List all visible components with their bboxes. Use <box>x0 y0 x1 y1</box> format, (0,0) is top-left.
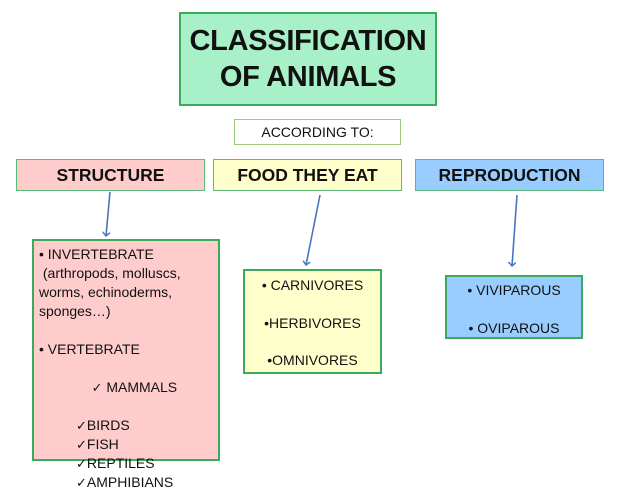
category-reproduction-label: REPRODUCTION <box>438 164 581 185</box>
vertebrate-subitem-fish: ✓FISH <box>76 436 119 452</box>
category-structure-label: STRUCTURE <box>56 164 165 185</box>
vertebrate-subitem-amphibians: ✓AMPHIBIANS <box>76 474 174 490</box>
bullet-icon: • <box>39 341 44 357</box>
invertebrate-examples-line-2: worms, echinoderms, <box>39 284 173 300</box>
vertebrate-label: VERTEBRATE <box>47 341 140 357</box>
title-box: CLASSIFICATION OF ANIMALS <box>179 12 437 106</box>
category-structure: STRUCTURE <box>16 159 205 191</box>
category-food: FOOD THEY EAT <box>213 159 402 191</box>
according-to-box: ACCORDING TO: <box>234 119 401 145</box>
invertebrate-item: • INVERTEBRATE <box>39 245 218 264</box>
invertebrate-label: INVERTEBRATE <box>47 246 154 262</box>
reproduction-detail-box: • VIVIPAROUS • OVIPAROUS <box>445 275 583 339</box>
arrow-reproduction-icon <box>512 194 518 266</box>
vertebrate-subitem-reptiles: ✓REPTILES <box>76 455 155 471</box>
structure-detail-box: • INVERTEBRATE (arthropods, molluscs, wo… <box>32 239 220 490</box>
title-line-1: CLASSIFICATION <box>189 25 427 57</box>
bullet-icon: • <box>39 246 44 262</box>
checkmark-icon: ✓ <box>76 418 87 433</box>
category-reproduction: REPRODUCTION <box>415 159 604 191</box>
food-detail-box: • CARNIVORES •HERBIVORES •OMNIVORES <box>243 269 382 374</box>
reproduction-item-oviparous: • OVIPAROUS <box>468 320 560 336</box>
food-item-herbivores: •HERBIVORES <box>264 315 361 331</box>
checkmark-icon: ✓ <box>76 456 87 471</box>
food-item-omnivores: •OMNIVORES <box>267 352 358 368</box>
reproduction-item-viviparous: • VIVIPAROUS <box>467 282 561 298</box>
vertebrate-subitem-birds: ✓BIRDS <box>76 417 130 433</box>
vertebrate-subitem-mammals: ✓ MAMMALS <box>91 379 178 395</box>
checkmark-icon: ✓ <box>76 475 87 490</box>
checkmark-icon: ✓ <box>91 380 103 395</box>
arrow-structure-icon <box>106 191 111 236</box>
title-line-2: OF ANIMALS <box>219 61 397 93</box>
vertebrate-item: • VERTEBRATE <box>39 340 218 359</box>
arrow-food-icon <box>306 194 321 265</box>
checkmark-icon: ✓ <box>76 437 87 452</box>
according-to-label: ACCORDING TO: <box>261 124 374 140</box>
invertebrate-examples-line-1: (arthropods, molluscs, <box>39 265 181 281</box>
category-food-label: FOOD THEY EAT <box>237 164 378 185</box>
food-item-carnivores: • CARNIVORES <box>261 277 364 293</box>
invertebrate-examples-line-3: sponges…) <box>39 303 111 319</box>
